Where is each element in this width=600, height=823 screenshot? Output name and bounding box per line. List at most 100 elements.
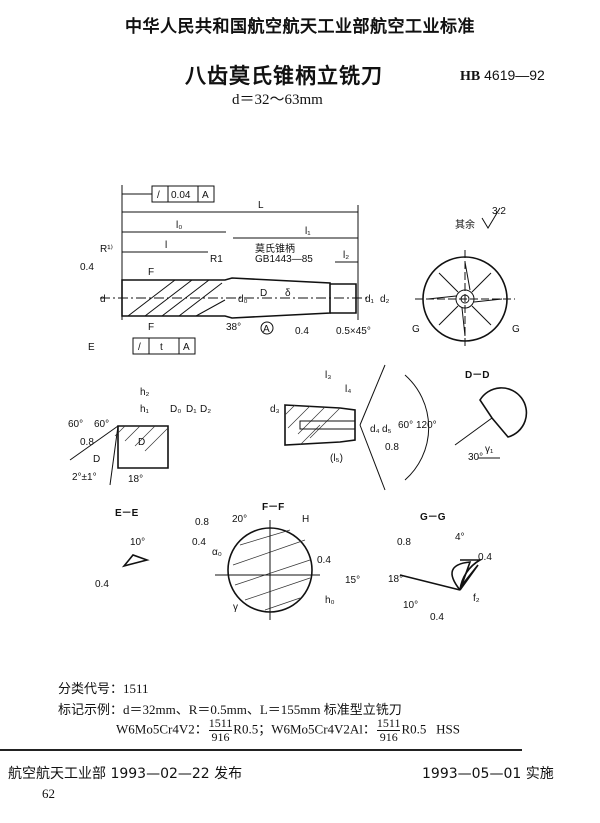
dim-D2: D₂ [200, 404, 211, 415]
dim-d4: d₄ [370, 424, 380, 435]
runout-value: 0.04 [171, 190, 191, 201]
fraction-2-denominator: 916 [379, 730, 398, 744]
standard-prefix: HB [460, 69, 481, 84]
runout-datum: A [202, 190, 209, 201]
dim-h1: h₁ [140, 404, 150, 415]
angle-18-GG: 18° [388, 574, 403, 585]
section-DD: D－D γ₁ 30° [454, 370, 528, 463]
section-DD-title: D－D [465, 370, 489, 381]
section-GG: G－G 0.8 4° 0.4 18° 10° f₂ 0.4 [388, 512, 492, 623]
angle-15: 15° [345, 575, 360, 586]
angle-60: 60° [398, 420, 413, 431]
runout-datum-2: A [183, 342, 190, 353]
dim-l5: (l₅) [330, 453, 343, 464]
marking-example: 标记示例：d＝32mm、R＝0.5mm、L＝155mm 标准型立铣刀 [58, 702, 402, 717]
runout-symbol: / [157, 190, 160, 201]
section-EE-title: E－E [115, 508, 139, 519]
angle-10: 10° [130, 537, 145, 548]
angle-60-outer: 60° [68, 419, 83, 430]
label-R1: R1 [210, 254, 223, 265]
standard-code: 4619—92 [484, 67, 545, 83]
clearance-angle: α₀ [212, 547, 222, 558]
document-title: 八齿莫氏锥柄立铣刀 [185, 64, 383, 88]
roughness-04-FF: 0.4 [192, 537, 206, 548]
dim-d5: d₅ [382, 424, 392, 435]
dim-D0: D₀ [170, 404, 181, 415]
standard-number: HB 4619—92 [460, 67, 545, 85]
section-mark-F-lower: F [148, 322, 154, 333]
roughness-08: 0.8 [80, 437, 94, 448]
taper-angle: δ [285, 288, 291, 299]
tip-detail: h₂ h₁ D₀ D₁ D₂ 60° 60° 0.8 D D 2°±1° 18° [68, 387, 211, 486]
label-H: H [302, 514, 309, 525]
section-mark-E: E [88, 342, 95, 353]
rake-angle: γ₁ [485, 444, 494, 455]
runout-value-2: t [160, 342, 163, 353]
section-FF-title: F－F [262, 502, 284, 513]
label-R: R¹⁾ [100, 244, 113, 255]
datum-A: A [263, 324, 270, 335]
angle-20: 20° [232, 514, 247, 525]
angle-30: 30° [468, 452, 483, 463]
angle-tolerance: 2°±1° [72, 472, 97, 483]
page-number: 62 [42, 786, 55, 801]
section-mark-F: F [148, 267, 154, 278]
chamfer-note: 0.5×45° [336, 326, 371, 337]
angle-120: 120° [416, 420, 437, 431]
dim-l3: l₃ [325, 370, 331, 381]
suffix-2: R0.5 [401, 721, 427, 737]
angle-38: 38° [226, 322, 241, 333]
fraction-1-numerator: 1511 [208, 716, 233, 731]
roughness-04-shank: 0.4 [295, 326, 309, 337]
section-EE: E－E 10° 0.4 [95, 508, 150, 590]
section-mark-G-left: G [412, 324, 420, 335]
angle-60-inner: 60° [94, 419, 109, 430]
roughness-04-GG-lower: 0.4 [430, 612, 444, 623]
dim-l0: l₀ [176, 220, 182, 231]
issuing-authority: 中华人民共和国航空航天工业部航空工业标准 [125, 17, 475, 37]
center-hole-detail: l₃ l₄ (l₅) d₃ d₄ d₅ 60° 120° 0.8 [270, 364, 437, 491]
roughness-08-FF: 0.8 [195, 517, 209, 528]
rake-angle-F: γ [233, 602, 238, 613]
angle-10-GG: 10° [403, 600, 418, 611]
angle-4: 4° [455, 532, 465, 543]
section-mark-G-right: G [512, 324, 520, 335]
dim-l: l [165, 240, 167, 251]
dim-l4: l₄ [345, 384, 351, 395]
dim-l1: l₁ [305, 226, 311, 237]
roughness-04: 0.4 [80, 262, 94, 273]
effective-date: 1993—05—01 实施 [422, 766, 554, 782]
section-FF: F－F 0.8 0.4 20° α₀ H 0.4 15° γ h₀ [192, 502, 360, 620]
dim-D1: D₁ [186, 404, 197, 415]
dim-d0: d₀ [238, 294, 248, 305]
section-GG-title: G－G [420, 512, 446, 523]
rest-roughness-label: 其余 [455, 218, 475, 231]
roughness-08-center: 0.8 [385, 442, 399, 453]
dim-D: D [260, 288, 267, 299]
taper-standard: GB1443—85 [255, 254, 313, 265]
hss-label: HSS [436, 721, 461, 737]
fraction-1-denominator: 916 [211, 730, 230, 744]
diameter-range: d＝32～63mm [232, 92, 323, 108]
dim-h2: h₂ [140, 387, 150, 398]
rest-roughness-value: 3.2 [492, 206, 506, 217]
roughness-04-GG: 0.4 [478, 552, 492, 563]
dim-d1: d₁ [365, 294, 375, 305]
label-f2: f₂ [473, 593, 480, 604]
material-1: W6Mo5Cr4V2： [116, 721, 208, 737]
section-mark-D: D [138, 437, 145, 448]
classification-code: 分类代号：1511 [58, 681, 149, 696]
runout-symbol-2: / [138, 342, 141, 353]
dim-L: L [258, 200, 264, 211]
roughness-08-GG: 0.8 [397, 537, 411, 548]
dim-d3: d₃ [270, 404, 280, 415]
section-mark-D-lower: D [93, 454, 100, 465]
angle-18: 18° [128, 474, 143, 485]
roughness-04-FF-right: 0.4 [317, 555, 331, 566]
technical-drawing: / 0.04 A L l₀ l l₁ l₂ R¹⁾ R1 莫氏锥柄 GB1443… [68, 185, 528, 623]
taper-note: 莫氏锥柄 [255, 242, 295, 255]
footer-divider [0, 749, 522, 751]
